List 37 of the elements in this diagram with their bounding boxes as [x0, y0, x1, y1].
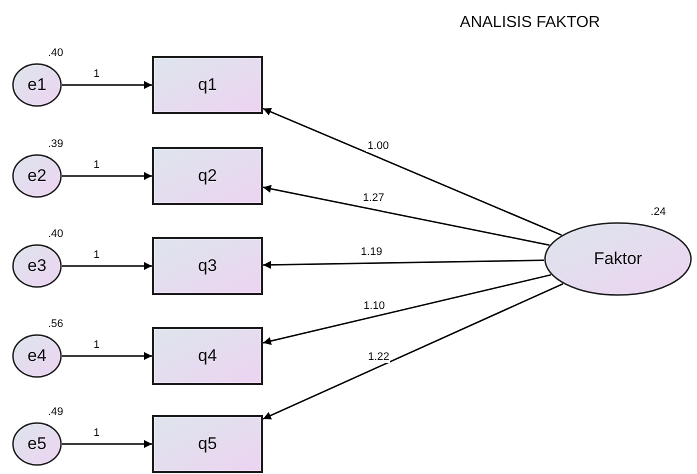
arrow: [262, 283, 564, 420]
edge-label: 1.19: [360, 246, 384, 258]
variance-value: .40: [48, 47, 64, 59]
arrow: [62, 172, 152, 180]
variable-name: q4: [198, 346, 217, 366]
arrow: [262, 260, 544, 269]
variable-name: e4: [28, 346, 46, 366]
variance-value: .24: [650, 206, 666, 218]
variable-name: q1: [198, 75, 217, 95]
edge-label: 1: [92, 427, 101, 439]
arrow: [262, 184, 550, 246]
arrow: [262, 274, 552, 345]
edge-label: 1: [92, 68, 101, 80]
variable-name: q3: [198, 256, 217, 276]
variable-name: e2: [28, 166, 46, 186]
variable-name: q5: [198, 434, 217, 454]
variable-name: e1: [28, 75, 46, 95]
arrow: [262, 108, 562, 236]
edge-label: 1: [92, 159, 101, 171]
edge-label: 1.00: [366, 140, 390, 152]
arrow: [62, 440, 152, 448]
variable-name: e5: [28, 434, 46, 454]
arrow: [62, 352, 152, 360]
edge-label: 1: [92, 339, 101, 351]
edge-label: 1.10: [362, 300, 386, 312]
variance-value: .39: [48, 138, 64, 150]
variance-value: .56: [48, 318, 64, 330]
variable-name: e3: [28, 256, 46, 276]
edge-label: 1: [92, 249, 101, 261]
variable-name: Faktor: [594, 249, 642, 269]
variance-value: .40: [48, 228, 64, 240]
variance-value: .49: [48, 406, 64, 418]
arrow: [62, 81, 152, 89]
edge-label: 1.22: [367, 350, 390, 363]
variable-name: q2: [198, 166, 217, 186]
diagram-title: ANALISIS FAKTOR: [458, 14, 602, 32]
arrow: [62, 262, 152, 270]
